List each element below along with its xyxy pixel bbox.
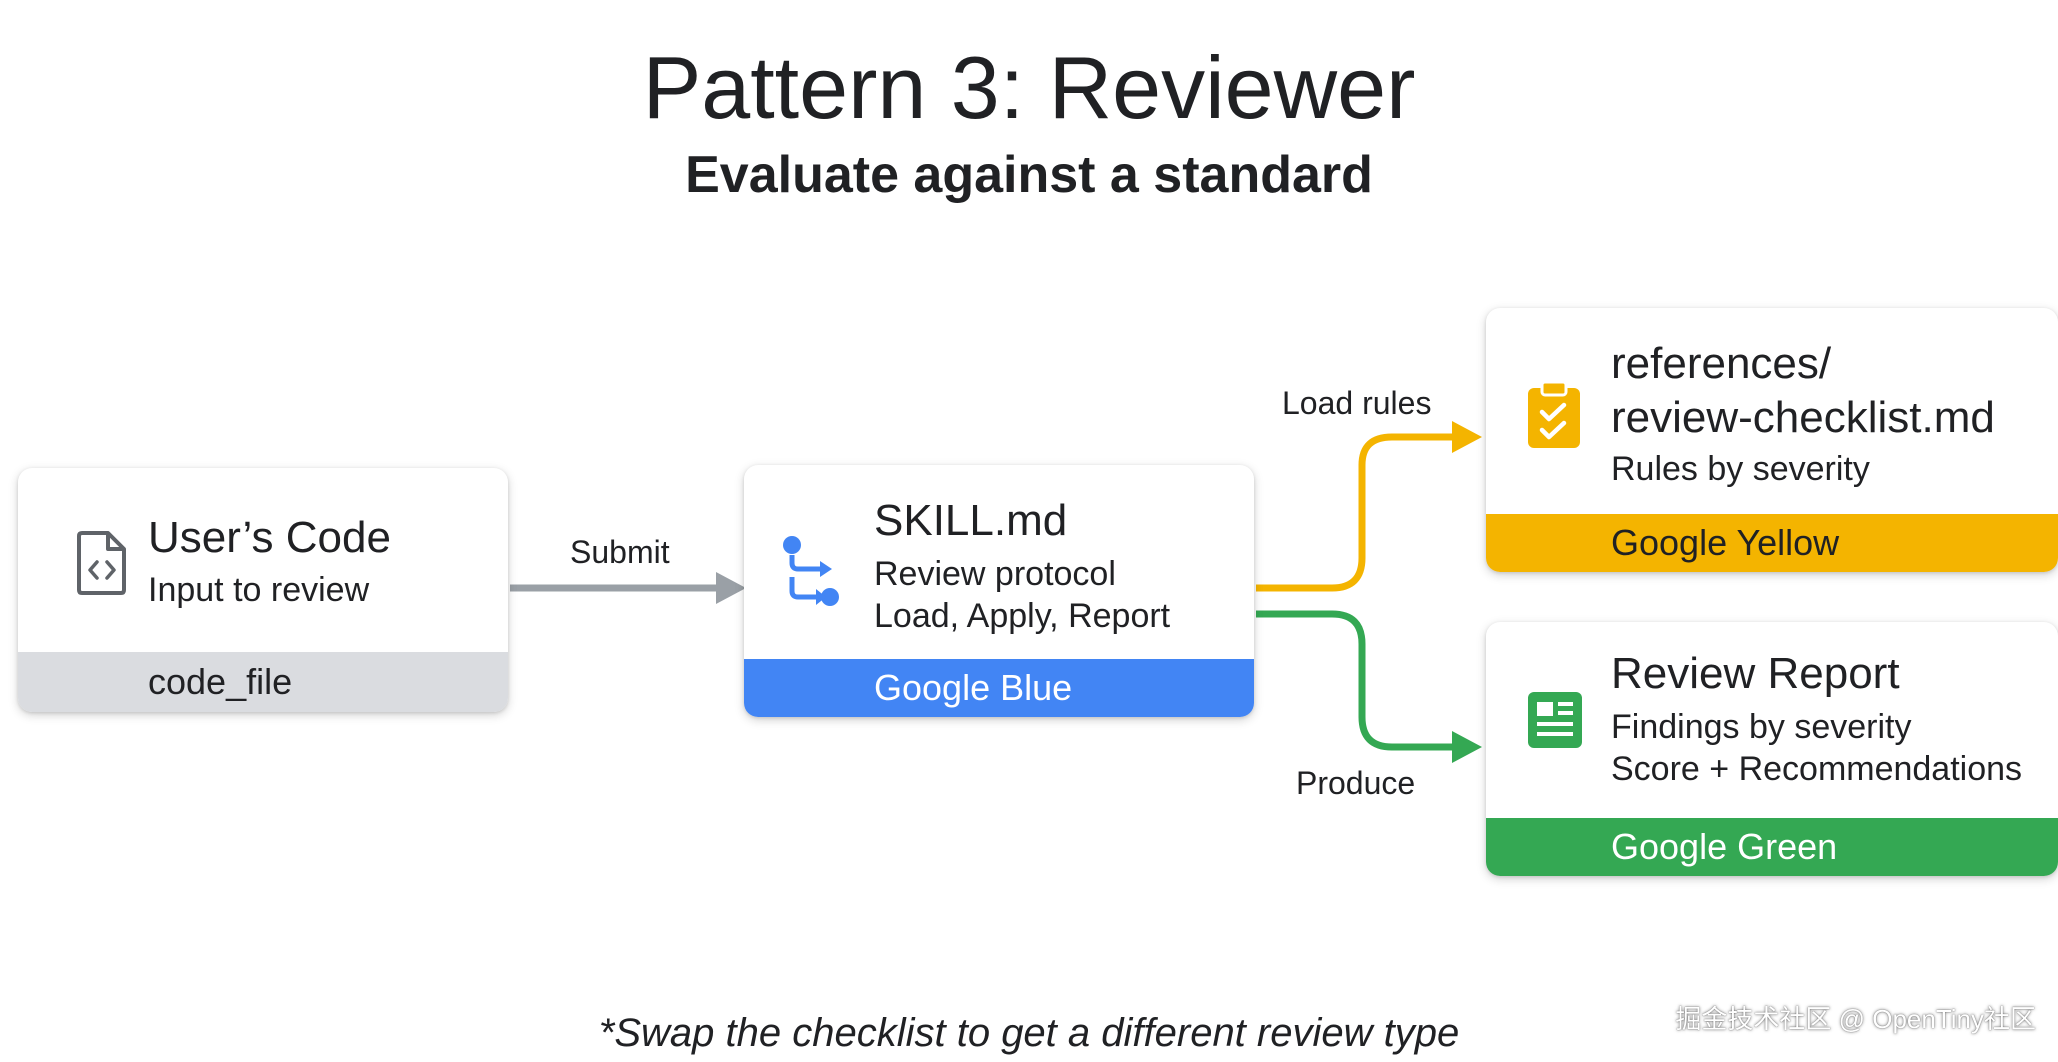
watermark: 掘金技术社区 @ OpenTiny社区 [1675, 1004, 2036, 1034]
references-line1: Rules by severity [1611, 450, 1870, 488]
review-report-card: Review Report Findings by severity Score… [1486, 622, 2058, 876]
page-subtitle: Evaluate against a standard [685, 146, 1373, 204]
load-rules-arrowhead [1452, 421, 1482, 453]
references-heading-line1: references/ [1611, 339, 1832, 388]
skill-line1: Review protocol [874, 555, 1116, 593]
skill-line2: Load, Apply, Report [874, 597, 1171, 635]
workflow-arrows-icon [780, 533, 844, 614]
submit-arrowhead [716, 572, 746, 604]
skill-card: SKILL.md Review protocol Load, Apply, Re… [744, 465, 1254, 717]
clipboard-check-icon [1526, 380, 1582, 455]
footnote: *Swap the checklist to get a different r… [598, 1011, 1460, 1055]
code-file-icon [76, 530, 128, 601]
review-report-heading: Review Report [1611, 649, 1900, 698]
review-report-line1: Findings by severity [1611, 708, 1912, 746]
references-card: references/ review-checklist.md Rules by… [1486, 308, 2058, 572]
user-code-footer: code_file [18, 652, 508, 712]
references-heading-line2: review-checklist.md [1611, 393, 1995, 442]
review-report-line2: Score + Recommendations [1611, 750, 2023, 788]
user-code-line1: Input to review [148, 571, 370, 609]
review-report-footer: Google Green [1486, 818, 2058, 876]
page-title: Pattern 3: Reviewer [642, 38, 1416, 137]
produce-arrowhead [1452, 731, 1482, 763]
produce-arrow-line [1256, 610, 1456, 751]
skill-heading: SKILL.md [874, 496, 1068, 545]
edge-label-load-rules: Load rules [1282, 385, 1432, 421]
edge-label-submit: Submit [570, 534, 670, 570]
skill-footer: Google Blue [744, 659, 1254, 717]
user-code-card: User’s Code Input to review code_file [18, 468, 508, 712]
document-report-icon [1526, 690, 1584, 755]
edge-label-produce: Produce [1296, 765, 1416, 801]
load-rules-arrow-line [1256, 433, 1456, 592]
user-code-heading: User’s Code [148, 513, 391, 562]
references-footer: Google Yellow [1486, 514, 2058, 572]
